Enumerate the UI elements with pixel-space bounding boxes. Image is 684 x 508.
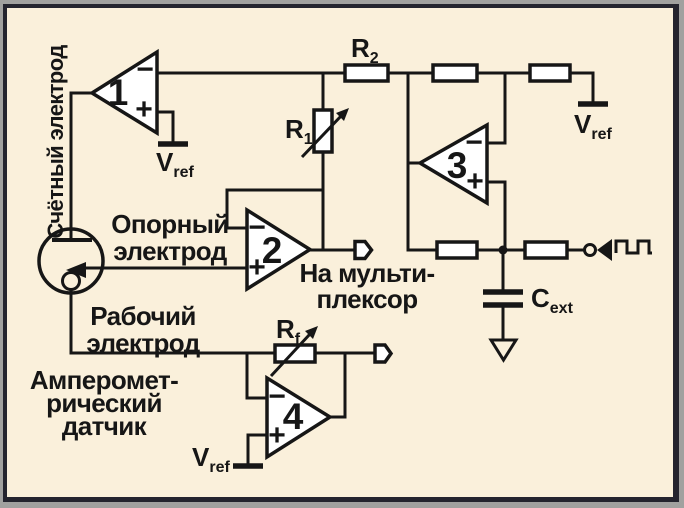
resistor-bottom-left [435,240,479,260]
resistor-top-middle [431,63,479,83]
output-terminal-mux [353,239,374,261]
op-amp-2-minus-sign: − [248,211,266,244]
sensor-label-line2: рический [46,388,162,418]
r2-label: R2 [351,33,379,67]
op-amp-1-plus-sign: + [135,93,153,126]
op-amp-4-number: 4 [283,396,304,437]
resistor-r1 [312,108,334,154]
amperometric-sensor-symbol [37,227,105,295]
rf-variable-arrow [269,326,318,378]
sensor-reference-arrow-icon [66,262,86,278]
multiplexer-label-line2: плексор [316,284,417,314]
op-amp-3 [416,121,489,207]
ground-triangle-icon [488,338,519,363]
sensor-body [37,227,105,295]
vref-label-opamp1: Vref [156,147,194,181]
op-amp-2-plus-sign: + [248,251,266,284]
resistor-top-right [528,63,572,83]
resistor-r2 [343,63,390,83]
inverter-triangle [597,239,612,261]
resistor-bottom-right [523,240,569,260]
sensor-label-line1: Амперомет- [30,365,178,395]
op-amp-1-number: 1 [108,72,129,113]
resistor-rf [273,343,317,364]
reference-electrode-label-line2: электрод [113,236,227,266]
rf-label: Rf [276,314,301,348]
op-amp-1-minus-sign: − [136,53,154,86]
op-amp-4-plus-sign: + [268,419,286,452]
multiplexer-label-line1: На мульти- [299,258,434,288]
op-amp-1 [88,48,159,137]
cext-label: Cext [531,283,574,317]
junction-dot [498,245,508,255]
inverter-symbol [583,239,612,261]
sensor-label-line3: датчик [62,411,148,441]
op-amp-3-plus-sign: + [466,165,484,198]
op-amp-3-number: 3 [447,145,468,186]
square-wave-icon [614,239,652,255]
counter-electrode-label: Счётный электрод [43,45,68,239]
op-amp-2 [245,206,314,293]
vref-label-opamp4: Vref [192,442,230,476]
op-amp-3-minus-sign: − [465,126,483,159]
working-electrode-label-line1: Рабочий [90,301,196,331]
op-amp-4 [265,374,334,461]
reference-electrode-label-line1: Опорный [111,209,228,239]
op-amp-4-minus-sign: − [268,380,286,413]
wires [69,71,595,464]
vref-label-top-right: Vref [574,109,612,143]
r1-variable-arrow [300,108,349,159]
output-terminal-opamp4 [373,343,394,364]
sensor-working-electrode-circle [61,271,81,291]
op-amp-2-number: 2 [262,230,283,271]
working-electrode-label-line2: электрод [86,328,200,358]
inverter-bubble [583,243,597,257]
r1-label: R1 [285,114,313,148]
